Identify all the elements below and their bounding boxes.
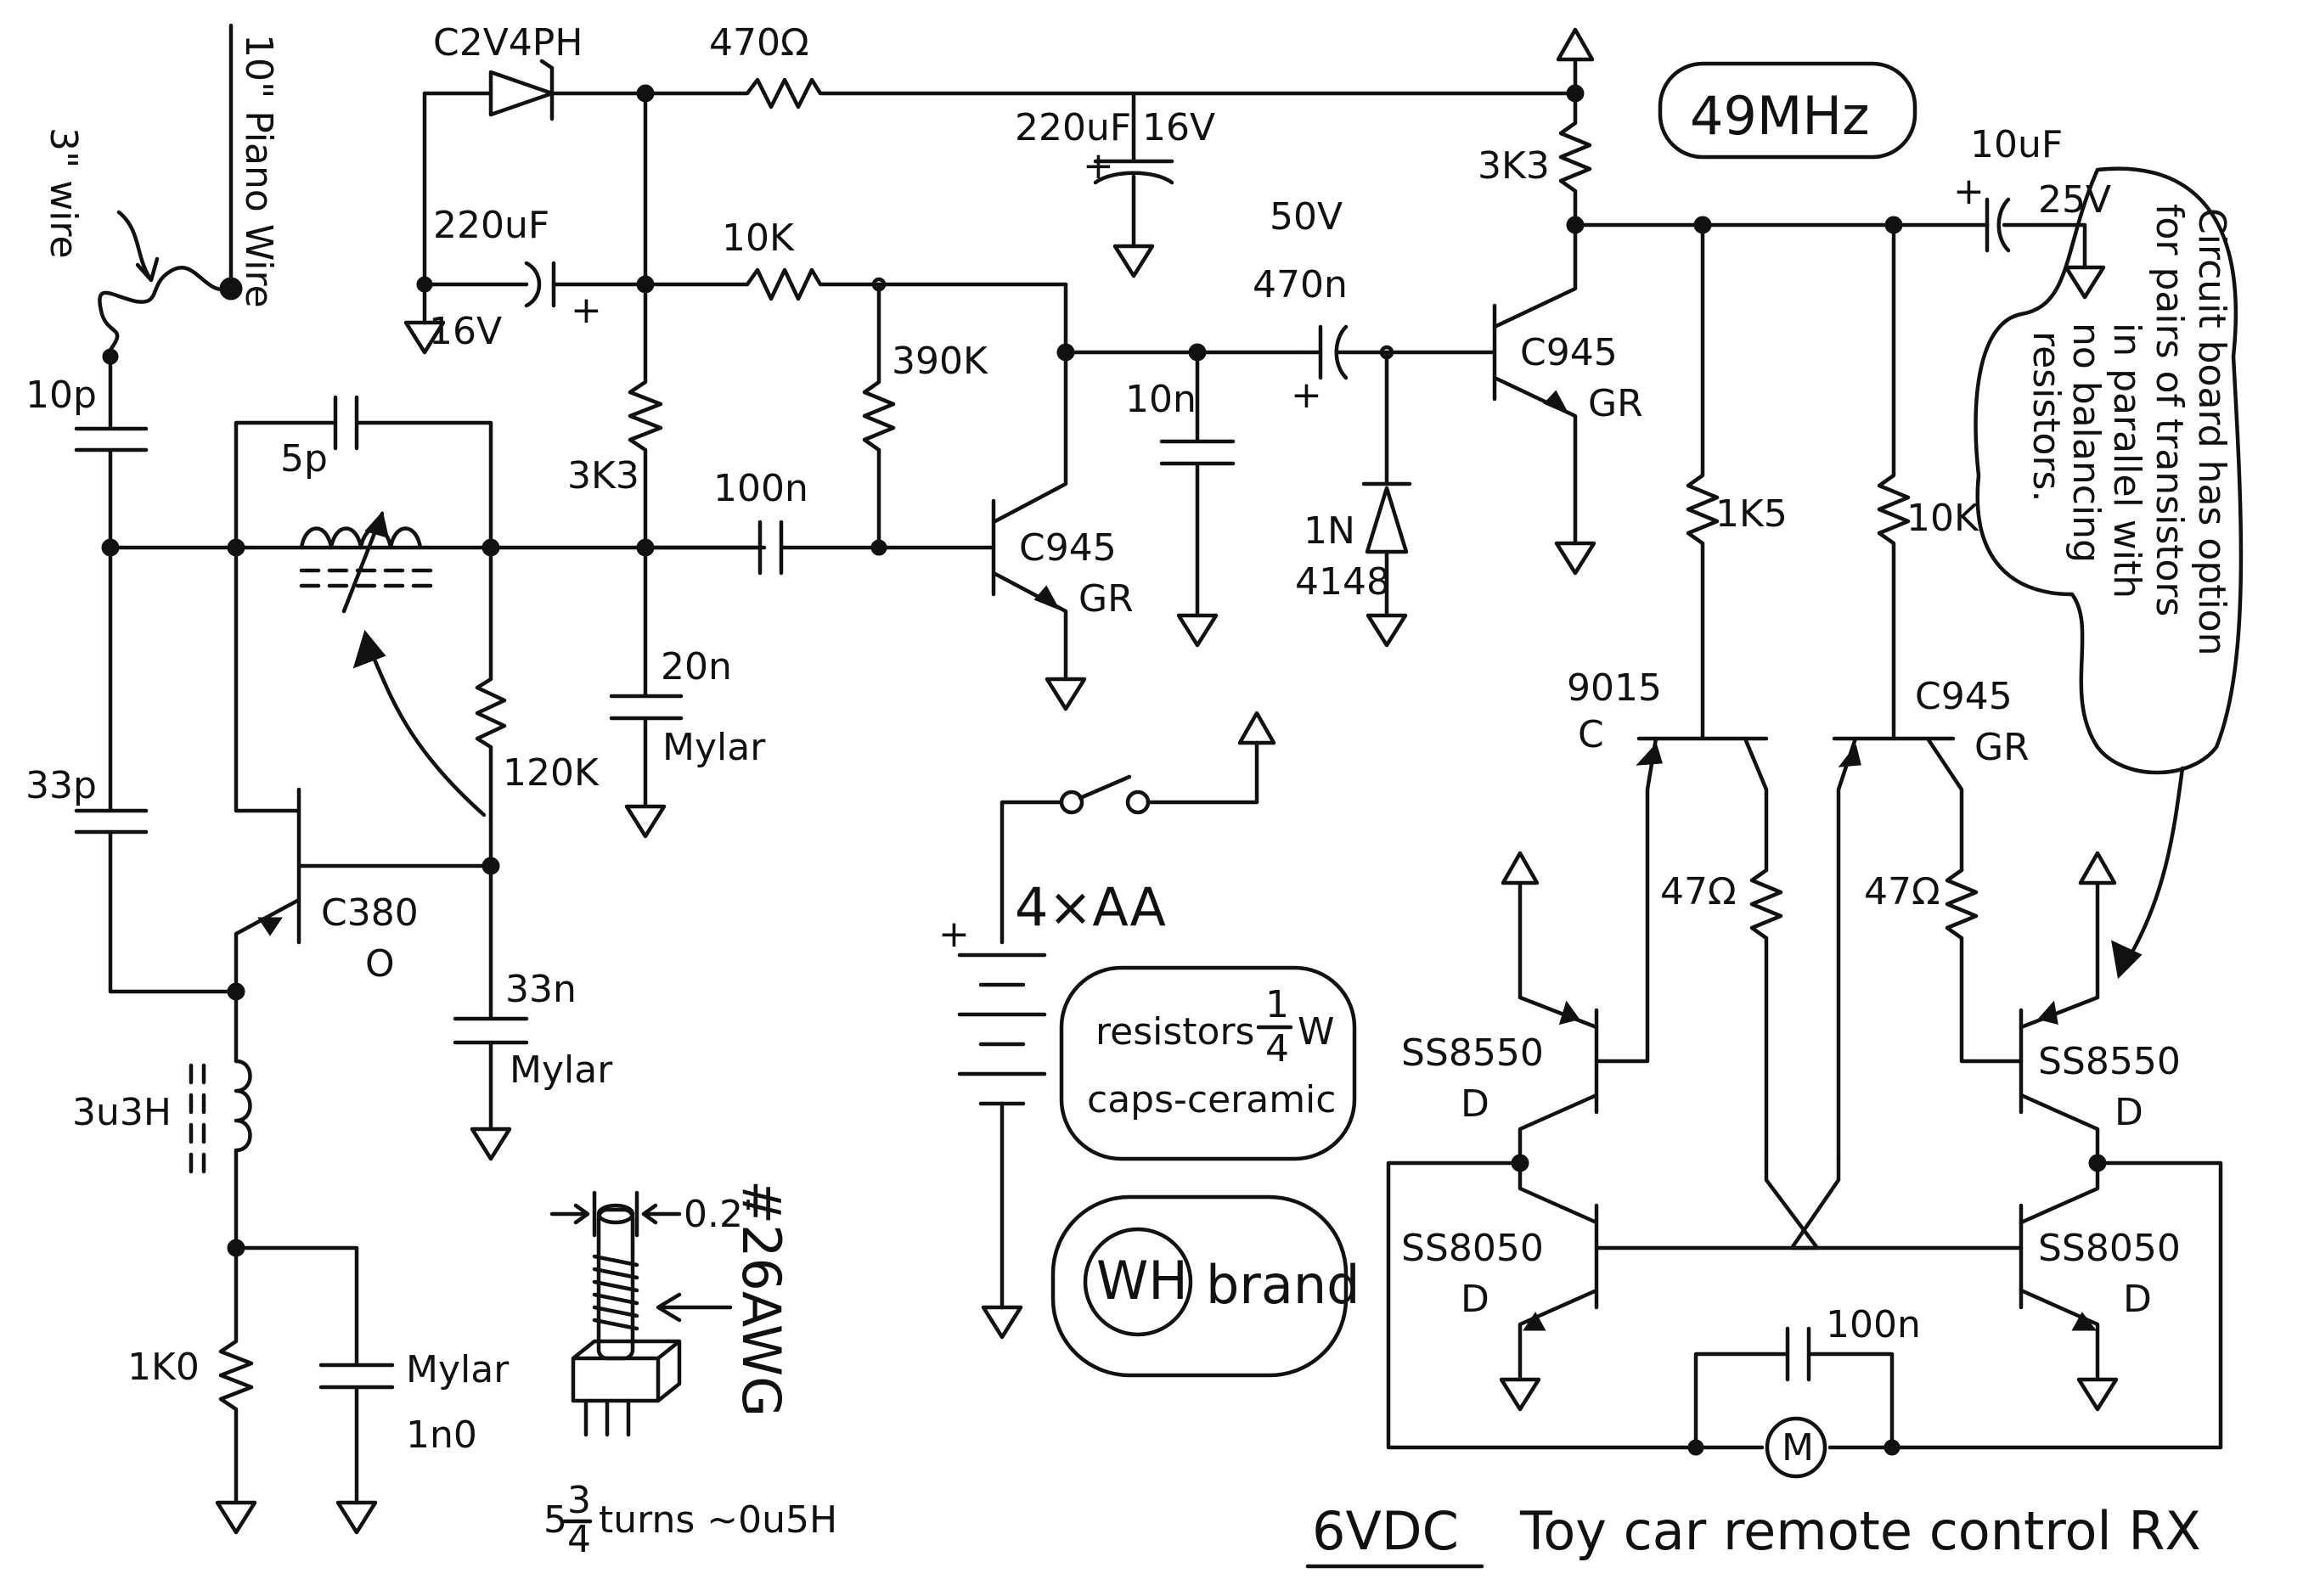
footer-voltage: 6VDC [1312, 1500, 1459, 1562]
parts-note-resistors: resistors [1095, 1010, 1254, 1054]
filter-cap2-voltage: 16V [1142, 106, 1215, 149]
decouple-cap-type: Mylar [662, 726, 766, 769]
supply-filter: C2V4PH 470Ω 220uF 16V + 3K3 20n Mylar 22… [403, 21, 1585, 839]
right-pnp-label: SS8550 [2038, 1040, 2181, 1083]
oscillator-transistor-label: C380 [321, 891, 419, 935]
bias-resistor-label: 390K [892, 340, 988, 383]
callout-line-3: in parallel with [2105, 323, 2148, 598]
antenna: 10" Piano Wire 3" wire [42, 23, 280, 365]
oscillator-transistor-grade: O [365, 942, 395, 986]
footer-title: Toy car remote control RX [1519, 1500, 2201, 1562]
antenna-length-label: 10" Piano Wire [237, 34, 280, 308]
left-pnp-label: SS8550 [1401, 1031, 1544, 1075]
feedback-cap-label: 33p [25, 764, 97, 807]
coil-detail: 0.2" #26AWG 5 3 4 turns ~0u5H [543, 1180, 837, 1561]
filter-cap-voltage: 16V [429, 310, 502, 353]
right-base-resistor-label: 47Ω [1864, 870, 1940, 913]
collector-resistor-label: 10K [722, 216, 795, 260]
svg-text:+: + [1083, 144, 1114, 188]
left-npn-label: SS8050 [1401, 1227, 1544, 1270]
svg-text:+: + [1953, 170, 1985, 213]
motor-driver: 10uF 25V + 1K5 10K 9015 C C945 GR 47Ω 47… [1386, 123, 2223, 1479]
zener-label: C2V4PH [433, 21, 583, 65]
callout-line-4: no balancing [2064, 323, 2108, 563]
svg-text:+: + [1291, 374, 1322, 417]
amp1-transistor-label: C945 [1019, 526, 1117, 570]
battery-label: 4×AA [1015, 876, 1166, 938]
antenna-cap-label: 10p [25, 374, 97, 417]
right-driver-resistor-label: 10K [1906, 497, 1979, 540]
right-input-transistor-grade: GR [1974, 726, 2030, 769]
antenna-lead-label: 3" wire [42, 127, 85, 259]
diode-label-a: 1N [1304, 509, 1355, 553]
divider-resistor-label: 3K3 [567, 454, 639, 497]
coil-turns-num: 3 [567, 1479, 591, 1522]
right-pnp-grade: D [2114, 1091, 2143, 1134]
coil-turns-rest: turns ~0u5H [599, 1498, 837, 1542]
parts-note-frac-num: 1 [1265, 983, 1289, 1026]
motor-label: M [1782, 1426, 1814, 1470]
amplifier-stage-1: 10K 390K 100n C945 GR 10n [643, 216, 1302, 711]
svg-text:+: + [571, 289, 602, 332]
coil-turns-den: 4 [567, 1518, 591, 1561]
base-resistor-label: 120K [503, 751, 600, 795]
amp2-transistor-label: C945 [1520, 331, 1618, 374]
amp2-transistor-grade: GR [1588, 382, 1643, 425]
filter-cap-10n-label: 10n [1125, 378, 1197, 421]
output-cap-label: 10uF [1970, 123, 2063, 166]
brand-logo: WH [1096, 1250, 1188, 1312]
battery: + 4×AA [938, 711, 1276, 1340]
front-end-oscillator: 10p 33p 5p C380 O 120K 33 [25, 354, 767, 1535]
parts-note-caps: caps-ceramic [1087, 1078, 1336, 1121]
callout-line-5: resistors. [2024, 331, 2068, 502]
emitter-cap-type: Mylar [406, 1348, 510, 1391]
base-cap-label: 33n [505, 968, 577, 1011]
footer: 6VDC Toy car remote control RX [1305, 1500, 2201, 1569]
amplifier-stage-2: + 50V 470n 1N 4148 C945 GR 3K3 [1253, 27, 1643, 648]
amp2-collector-resistor-label: 3K3 [1478, 144, 1550, 188]
callout-line-2: for pairs of transistors [2148, 204, 2191, 616]
left-base-resistor-label: 47Ω [1660, 870, 1737, 913]
emitter-cap-label: 1n0 [406, 1413, 477, 1457]
base-cap-type: Mylar [510, 1048, 613, 1092]
callout-line-1: Circuit board has option [2190, 208, 2233, 656]
right-input-transistor-label: C945 [1915, 675, 2013, 718]
left-input-transistor-label: 9015 [1567, 666, 1662, 710]
coupling-cap-label: 100n [713, 467, 808, 510]
right-npn-grade: D [2123, 1278, 2152, 1321]
amp1-transistor-grade: GR [1078, 577, 1134, 621]
parts-note-unit: W [1298, 1010, 1335, 1054]
left-npn-grade: D [1461, 1278, 1489, 1321]
filter-cap-label: 220uF [433, 204, 549, 247]
feed-resistor-label: 470Ω [709, 21, 809, 65]
coil-gap-label: 0.2" [684, 1193, 760, 1236]
notes: resistors 1 4 W caps-ceramic WH brand Ci… [1050, 166, 2244, 1378]
filter-cap2-label: 220uF [1015, 106, 1131, 149]
amp2-cap-voltage: 50V [1270, 195, 1343, 239]
emitter-resistor-label: 1K0 [127, 1346, 200, 1389]
choke-label: 3u3H [72, 1091, 172, 1134]
amp2-cap-label: 470n [1253, 263, 1348, 306]
diode-label-b: 4148 [1295, 560, 1390, 604]
parts-note-frac-den: 4 [1265, 1027, 1289, 1071]
brand-label: brand [1206, 1254, 1360, 1316]
tune-cap-label: 5p [280, 437, 328, 480]
left-input-transistor-grade: C [1578, 713, 1604, 756]
left-pnp-grade: D [1461, 1082, 1489, 1126]
battery-plus: + [938, 913, 970, 956]
decouple-cap-label: 20n [661, 645, 732, 688]
coil-wire-label: #26AWG [730, 1180, 792, 1417]
frequency-badge: 49MHz [1658, 61, 1917, 160]
right-npn-label: SS8050 [2038, 1227, 2181, 1270]
left-driver-resistor-label: 1K5 [1715, 492, 1788, 536]
motor-cap-label: 100n [1826, 1303, 1921, 1346]
output-cap-voltage: 25V [2038, 178, 2111, 222]
frequency-label: 49MHz [1690, 85, 1870, 147]
